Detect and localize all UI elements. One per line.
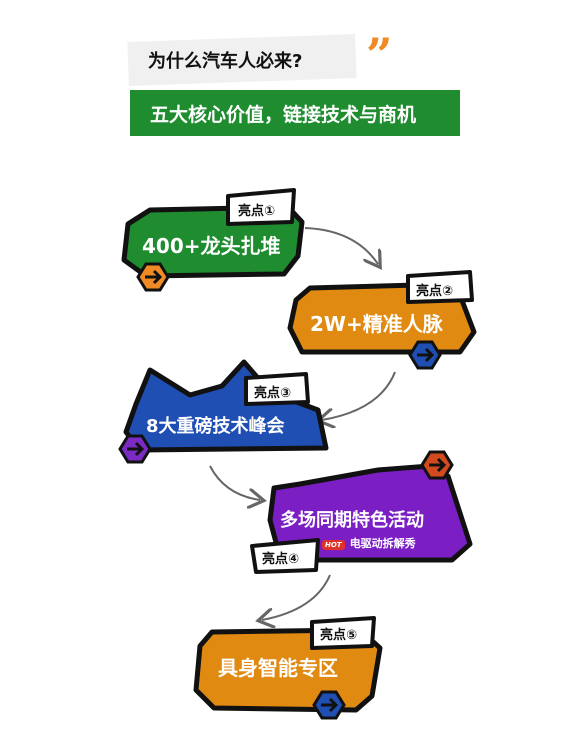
highlight-5-title: 具身智能专区 — [218, 656, 338, 680]
highlight-5-shape — [193, 627, 383, 713]
highlight-4-subtitle: 电驱动拆解秀 — [349, 537, 416, 550]
highlight-5-arrow-icon — [312, 690, 346, 720]
highlight-2-tag-shape — [406, 270, 474, 304]
hot-badge: HOT — [322, 540, 345, 550]
question-text: 为什么汽车人必来? — [148, 51, 303, 72]
connector-arrow-4 — [262, 574, 331, 620]
highlight-2-tag: 亮点② — [416, 284, 454, 299]
connector-arrow-3 — [209, 465, 260, 500]
highlight-1-arrow-icon — [136, 262, 170, 292]
highlight-3-tag-shape — [244, 372, 310, 406]
connector-arrow-1 — [304, 227, 378, 264]
highlight-5-tag: 亮点⑤ — [320, 628, 358, 643]
highlight-4-tag: 亮点④ — [262, 552, 300, 567]
highlight-4-subtitle-row: HOT 电驱动拆解秀 — [322, 532, 416, 551]
highlight-1-tag: 亮点① — [238, 204, 276, 219]
highlight-4-tag-shape — [250, 538, 320, 574]
highlight-4-arrow-icon — [420, 450, 454, 480]
highlight-3-shape — [123, 359, 329, 453]
highlight-5-tag-shape — [310, 616, 376, 650]
highlight-3-arrow-icon — [118, 434, 152, 464]
banner-bar — [130, 90, 460, 136]
highlight-3-title: 8大重磅技术峰会 — [146, 416, 285, 437]
highlight-2-title: 2W+精准人脉 — [310, 312, 443, 336]
highlight-4-shape — [267, 463, 473, 563]
banner-text: 五大核心价值，链接技术与商机 — [150, 104, 417, 126]
connector-arrow-2 — [322, 371, 396, 420]
highlight-3-tag: 亮点③ — [254, 386, 292, 401]
highlight-2-arrow-icon — [408, 340, 442, 370]
highlight-1-title: 400+龙头扎堆 — [142, 234, 281, 258]
highlight-1-tag-shape — [226, 188, 296, 226]
quote-mark-icon: ” — [366, 28, 393, 82]
highlight-4-title: 多场同期特色活动 — [280, 510, 424, 531]
